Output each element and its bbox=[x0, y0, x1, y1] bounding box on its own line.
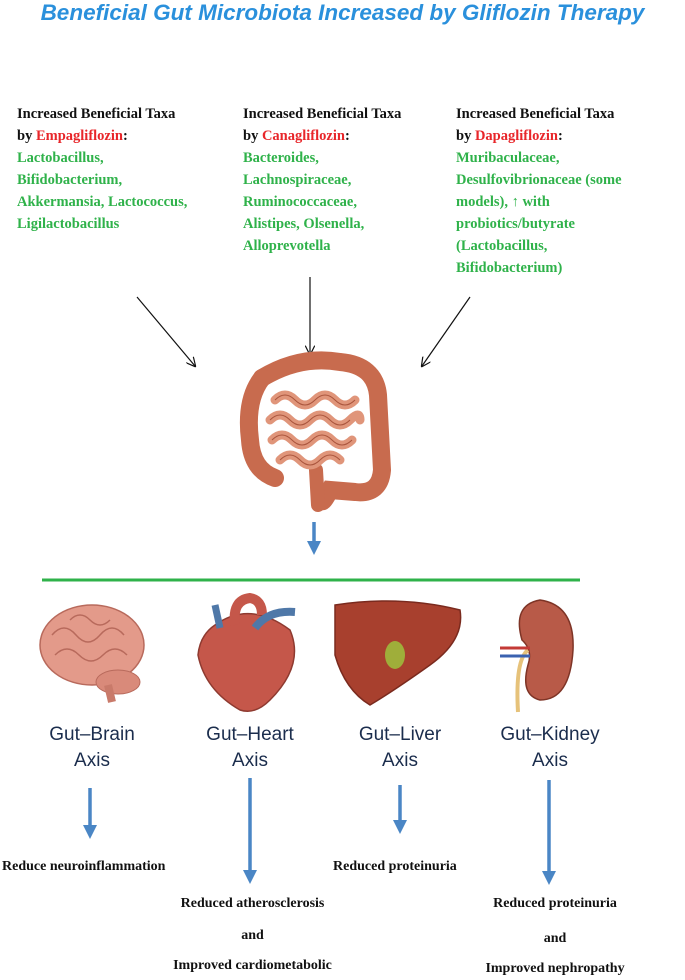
kidney-icon bbox=[500, 599, 574, 713]
liver-icon bbox=[334, 600, 462, 706]
taxon: Muribaculaceae, bbox=[456, 150, 560, 166]
axis-line1: Gut–Liver bbox=[358, 724, 442, 745]
liver-outcome: Reduced proteinuria bbox=[333, 859, 457, 874]
by-text: by bbox=[456, 128, 475, 144]
taxon: Bacteroides, bbox=[243, 150, 319, 166]
taxa-heading: Increased Beneficial Taxa bbox=[456, 106, 615, 122]
kidney-outcome-1: Reduced proteinuria bbox=[493, 896, 617, 911]
axis-line2: Axis bbox=[382, 750, 418, 771]
drug-name: Dapagliflozin bbox=[474, 128, 558, 144]
axis-line1: Gut–Brain bbox=[49, 724, 135, 745]
colon: : bbox=[344, 128, 350, 144]
axis-line2: Axis bbox=[532, 750, 568, 771]
brain-icon bbox=[39, 604, 145, 703]
by-text: by bbox=[17, 128, 36, 144]
axis-line1: Gut–Heart bbox=[206, 724, 294, 745]
kidney-outcome-2: Improved nephropathy bbox=[485, 961, 625, 976]
taxa-by-line: by Dapagliflozin: bbox=[456, 125, 622, 147]
taxon: Ligilactobacillus bbox=[17, 216, 120, 232]
taxon: Lachnospiraceae, bbox=[243, 172, 352, 188]
taxon: Desulfovibrionaceae (some bbox=[456, 172, 622, 188]
taxon: Bifidobacterium) bbox=[456, 260, 563, 276]
taxon: probiotics/butyrate bbox=[456, 216, 575, 232]
taxon: Alloprevotella bbox=[243, 238, 331, 254]
taxa-heading: Increased Beneficial Taxa bbox=[243, 106, 402, 122]
taxon: Akkermansia, Lactococcus, bbox=[17, 194, 188, 210]
axis-line1: Gut–Kidney bbox=[500, 724, 600, 745]
drug-name: Canagliflozin bbox=[261, 128, 345, 144]
axis-line2: Axis bbox=[232, 750, 268, 771]
heart-outcome-1: Reduced atherosclerosis bbox=[180, 896, 325, 911]
colon: : bbox=[122, 128, 128, 144]
heart-outcome-2: Improved cardiometabolic bbox=[173, 958, 332, 973]
taxon: Ruminococcaceae, bbox=[243, 194, 357, 210]
intestine-icon bbox=[239, 351, 392, 512]
kidney-outcome-and: and bbox=[543, 931, 567, 946]
taxon: (Lactobacillus, bbox=[456, 238, 548, 254]
axis-line2: Axis bbox=[74, 750, 110, 771]
taxa-by-line: by Canagliflozin: bbox=[243, 125, 401, 147]
colon: : bbox=[557, 128, 563, 144]
arrow-dapagliflozin bbox=[422, 296, 471, 366]
by-text: by bbox=[243, 128, 262, 144]
drug-name: Empagliflozin bbox=[35, 128, 123, 144]
arrow-empagliflozin bbox=[136, 296, 195, 366]
brain-outcome: Reduce neuroinflammation bbox=[2, 859, 166, 874]
taxon: Lactobacillus, bbox=[17, 150, 104, 166]
taxon: Alistipes, Olsenella, bbox=[243, 216, 365, 232]
taxa-heading: Increased Beneficial Taxa bbox=[17, 106, 176, 122]
canagliflozin-taxa: Increased Beneficial Taxa by Canaglifloz… bbox=[243, 103, 401, 257]
taxon: Bifidobacterium, bbox=[17, 172, 123, 188]
dapagliflozin-taxa: Increased Beneficial Taxa by Dapaglifloz… bbox=[456, 103, 622, 279]
empagliflozin-taxa: Increased Beneficial Taxa by Empaglifloz… bbox=[17, 103, 187, 235]
taxa-by-line: by Empagliflozin: bbox=[17, 125, 187, 147]
diagram-title: Beneficial Gut Microbiota Increased by G… bbox=[40, 0, 645, 25]
heart-icon bbox=[197, 592, 296, 712]
heart-outcome-and: and bbox=[241, 928, 264, 943]
taxon: models), ↑ with bbox=[456, 194, 550, 210]
